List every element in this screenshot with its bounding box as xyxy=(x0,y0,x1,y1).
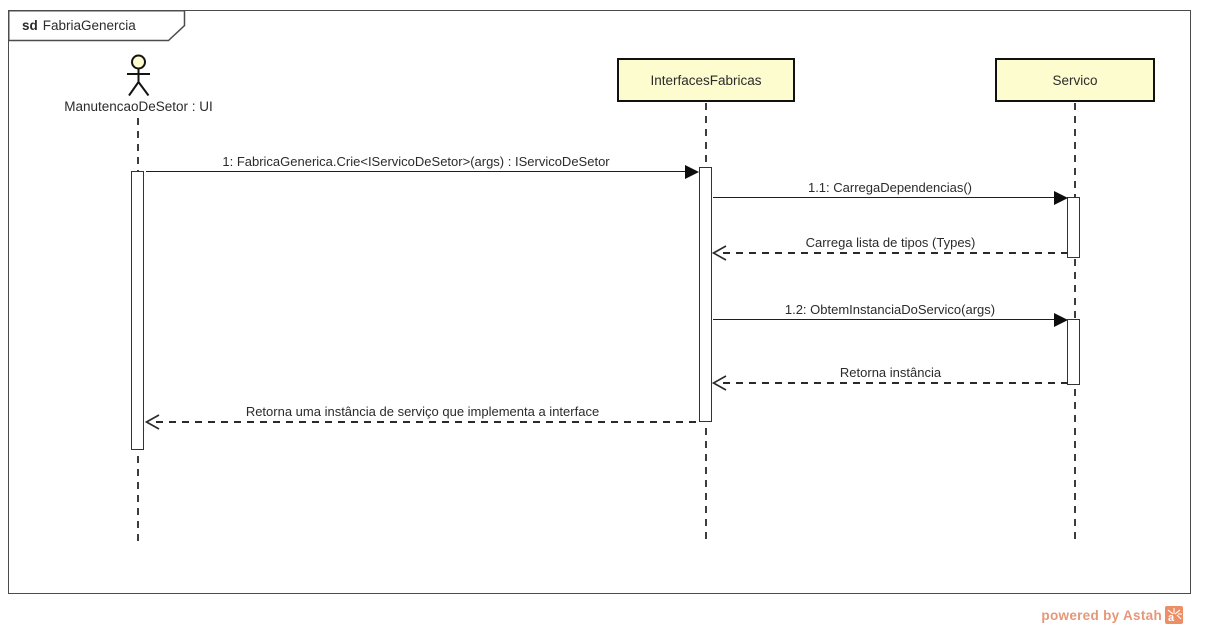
astah-credit: powered by Astah xyxy=(1041,608,1162,623)
frame-title: sd FabriaGenercia xyxy=(22,11,136,40)
message-line-1 xyxy=(146,171,685,172)
frame-operator-label: sd xyxy=(22,18,38,33)
open-arrowhead-icon xyxy=(712,245,727,261)
activation-interfacesfabricas xyxy=(699,167,712,422)
message-label-1-1: 1.1: CarregaDependencias() xyxy=(807,180,973,195)
return-label-retorna-interface: Retorna uma instância de serviço que imp… xyxy=(245,404,600,419)
lifeline-label-actor: ManutencaoDeSetor : UI xyxy=(64,99,213,114)
svg-text:a: a xyxy=(1168,612,1175,624)
actor-icon xyxy=(127,54,150,97)
astah-logo-icon: a xyxy=(1165,606,1183,624)
filled-arrowhead-icon xyxy=(1054,313,1068,327)
lifeline-header-servico: Servico xyxy=(995,58,1155,102)
frame-title-tab xyxy=(8,10,186,42)
message-label-1-2: 1.2: ObtemInstanciaDoServico(args) xyxy=(784,302,996,317)
return-label-retorna-instancia: Retorna instância xyxy=(839,365,942,380)
return-label-carrega-lista: Carrega lista de tipos (Types) xyxy=(805,235,976,250)
return-line-retorna-instancia xyxy=(723,382,1068,384)
return-line-carrega-lista xyxy=(723,252,1068,254)
lifeline-header-interfacesfabricas: InterfacesFabricas xyxy=(617,58,795,102)
lifeline-label-servico: Servico xyxy=(1052,72,1098,88)
activation-actor xyxy=(131,171,144,450)
filled-arrowhead-icon xyxy=(1054,191,1068,205)
activation-servico-1 xyxy=(1067,197,1080,258)
open-arrowhead-icon xyxy=(712,375,727,391)
filled-arrowhead-icon xyxy=(685,165,699,179)
frame-title-text: FabriaGenercia xyxy=(42,18,136,33)
open-arrowhead-icon xyxy=(145,414,160,430)
lifeline-label-interfacesfabricas: InterfacesFabricas xyxy=(650,72,762,88)
message-line-1-1 xyxy=(713,197,1054,198)
message-line-1-2 xyxy=(713,319,1054,320)
activation-servico-2 xyxy=(1067,319,1080,385)
message-label-1: 1: FabricaGenerica.Crie<IServicoDeSetor>… xyxy=(222,154,610,169)
return-line-retorna-interface xyxy=(156,421,699,423)
sequence-diagram-frame xyxy=(8,10,1191,594)
